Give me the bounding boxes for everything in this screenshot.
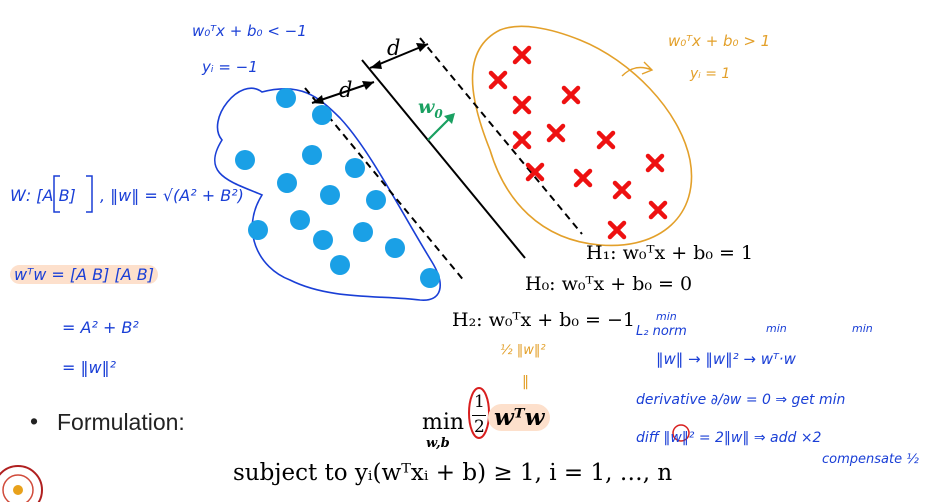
positive-class-cross-9 (525, 162, 545, 182)
normal-vector-subscript: 0 (434, 106, 443, 121)
positive-class-cross-4 (512, 95, 532, 115)
formulation-fraction-bar (472, 415, 486, 416)
positive-class-cross-2 (488, 70, 508, 90)
positive-class-cross-12 (648, 200, 668, 220)
hyperplane-h2 (304, 87, 466, 283)
annotation-compensate: compensate ½ (822, 452, 919, 467)
annotation-norm-chain: ‖w‖ → ‖w‖² → wᵀ·w (656, 350, 796, 368)
negative-class-point-11 (313, 230, 333, 250)
negative-class-point-9 (290, 210, 310, 230)
positive-class-cross-3 (561, 85, 581, 105)
negative-class-point-12 (353, 222, 373, 242)
annotation-negative-condition: w₀ᵀx + b₀ < −1 (192, 22, 307, 40)
annotation-wtw-highlight: wᵀw = [A B] [A B] (10, 265, 158, 284)
negative-class-point-5 (345, 158, 365, 178)
annotation-w-definition: W: [A B] (10, 186, 76, 205)
negative-class-point-8 (366, 190, 386, 210)
annotation-wtw-line1: wᵀw = [A B] [A B] (10, 265, 158, 284)
margin-arrow-right-head-a (370, 60, 382, 69)
formulation-constraint: subject to yᵢ(wᵀxᵢ + b) ≥ 1, i = 1, …, n (233, 460, 673, 486)
positive-class-cross-10 (573, 168, 593, 188)
annotation-derivative: derivative ∂/∂w = 0 ⇒ get min (636, 392, 846, 408)
normal-vector-label: w0 (418, 96, 443, 121)
positive-class-cross-11 (612, 180, 632, 200)
positive-class-cross-8 (645, 153, 665, 173)
normal-vector-head (444, 113, 455, 124)
annotation-wtw-line3: = ‖w‖² (62, 358, 116, 377)
formulation-fraction-denominator: 2 (474, 417, 485, 437)
university-seal-logo (0, 465, 43, 502)
margin-arrow-right-head-b (416, 43, 428, 52)
annotation-wtw-line2: = A² + B² (62, 318, 139, 337)
annotation-diff: diff ‖w‖² = 2‖w‖ ⇒ add ×2 (636, 430, 822, 446)
formulation-min: min (422, 410, 465, 435)
annotation-min-1: min (656, 310, 677, 323)
annotation-negative-label: yᵢ = −1 (202, 58, 258, 76)
positive-class-cross-6 (512, 130, 532, 150)
equation-h0: H₀: w₀ᵀx + b₀ = 0 (525, 273, 693, 295)
negative-class-point-1 (276, 88, 296, 108)
negative-class-point-15 (420, 268, 440, 288)
annotation-norm-definition: , ‖w‖ = √(A² + B²) (100, 186, 244, 205)
margin-arrow-left-head-a (312, 95, 324, 104)
hyperplane-h0 (361, 59, 526, 259)
equation-h2: H₂: w₀ᵀx + b₀ = −1 (452, 309, 635, 331)
positive-class-outline (471, 25, 693, 247)
positive-class-pointer (621, 61, 654, 77)
formulation-bullet: • (30, 408, 39, 434)
negative-class-point-4 (302, 145, 322, 165)
negative-class-point-6 (277, 173, 297, 193)
equation-h1: H₁: w₀ᵀx + b₀ = 1 (586, 242, 754, 264)
negative-class-point-3 (235, 150, 255, 170)
negative-class-point-7 (320, 185, 340, 205)
positive-class-cross-1 (512, 45, 532, 65)
negative-class-point-13 (385, 238, 405, 258)
positive-class-cross-5 (546, 123, 566, 143)
negative-class-point-14 (330, 255, 350, 275)
annotation-l2-norm: L₂ norm (636, 324, 687, 339)
negative-class-point-2 (312, 105, 332, 125)
annotation-positive-condition: w₀ᵀx + b₀ > 1 (668, 32, 771, 50)
margin-label-right: d (387, 36, 401, 60)
normal-vector-symbol: w (418, 96, 435, 118)
positive-class-cross-7 (596, 130, 616, 150)
hyperplane-h1 (419, 37, 583, 235)
exponent-circle-mark (672, 424, 690, 442)
formulation-min-subscript: w,b (426, 436, 450, 451)
negative-class-outline (214, 87, 441, 301)
positive-class-cross-13 (607, 220, 627, 240)
formulation-fraction-numerator: 1 (474, 392, 485, 412)
annotation-min-2: min (766, 322, 787, 335)
annotation-positive-label: yᵢ = 1 (690, 66, 731, 82)
bracket-w-right (86, 175, 93, 213)
annotation-half-norm: ½ ‖w‖² (500, 343, 546, 358)
formulation-label: Formulation: (57, 409, 185, 435)
bracket-w-left (53, 175, 60, 213)
formulation-objective: wᵀw (488, 404, 551, 431)
annotation-equals-mark: ‖ (522, 374, 529, 390)
margin-label-left: d (339, 78, 353, 102)
margin-arrow-left-head-b (362, 81, 374, 90)
annotation-min-3: min (852, 322, 873, 335)
negative-class-point-10 (248, 220, 268, 240)
